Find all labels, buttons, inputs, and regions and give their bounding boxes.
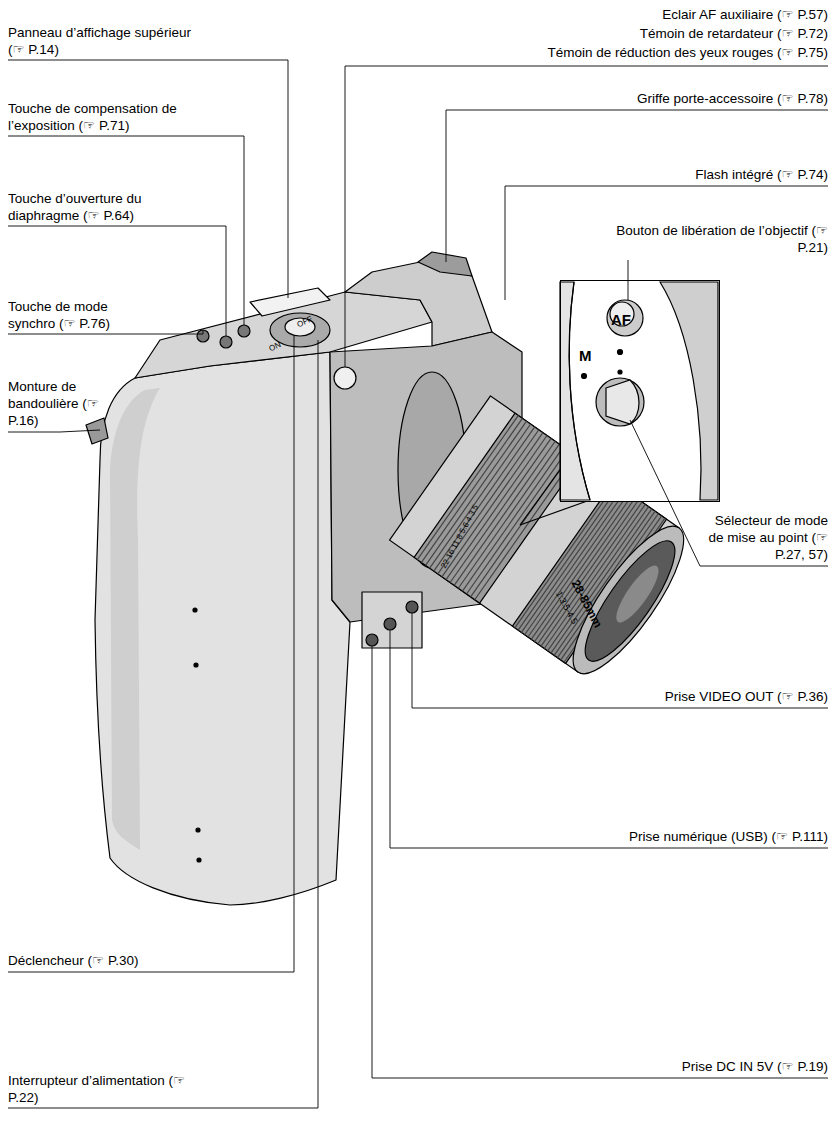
lens-rib — [421, 418, 522, 562]
usb-port — [384, 618, 396, 630]
inset-pointer — [520, 470, 560, 525]
inset-background — [560, 280, 720, 502]
hot-shoe — [418, 252, 472, 276]
leader-line — [8, 430, 100, 432]
leader-line — [8, 136, 244, 325]
part-label: Panneau d’affichage supérieur (☞ P.14) — [8, 24, 204, 58]
inset-body-edge — [560, 282, 590, 500]
part-label: Prise VIDEO OUT (☞ P.36) — [408, 688, 828, 705]
leader-line — [345, 66, 828, 367]
exposure-comp-button — [238, 325, 250, 337]
lens-rib — [467, 450, 568, 594]
lens-rib — [450, 438, 551, 582]
part-label: Monture de bandoulière (☞ P.16) — [8, 378, 103, 429]
leader-line — [8, 60, 288, 298]
grip-detail — [193, 608, 197, 612]
part-label: Eclair AF auxiliaire (☞ P.57) — [408, 6, 828, 23]
focus-mode-selector — [596, 378, 644, 426]
lens-rib — [438, 430, 539, 574]
camera-grip — [95, 352, 350, 905]
af-assist-lamp — [334, 367, 356, 389]
inset-pointer — [520, 500, 590, 525]
lens-rib — [426, 421, 527, 565]
part-label: Touche de mode synchro (☞ P.76) — [8, 298, 133, 332]
part-label: Déclencheur (☞ P.30) — [8, 952, 308, 969]
part-label: Témoin de réduction des yeux rouges (☞ P… — [408, 44, 828, 61]
lens-rib — [417, 415, 518, 559]
leader-line — [630, 420, 828, 566]
part-label: Touche de compensation de l’exposition (… — [8, 100, 178, 134]
inset-body-face — [569, 282, 590, 500]
aperture-button — [220, 336, 232, 348]
inset-detail — [520, 280, 720, 525]
grip-detail — [197, 858, 201, 862]
lens-rib — [442, 433, 543, 577]
leader-line — [8, 226, 226, 336]
leader-line — [390, 630, 828, 848]
focus-mode-lever — [606, 380, 639, 424]
part-label: Témoin de retardateur (☞ P.72) — [408, 25, 828, 42]
part-label: Prise DC IN 5V (☞ P.19) — [408, 1058, 828, 1075]
inset-box: M AF — [560, 280, 720, 502]
mode-dot — [618, 350, 623, 355]
strap-lug — [86, 418, 108, 444]
part-label: Interrupteur d’alimentation (☞ P.22) — [8, 1072, 194, 1106]
leader-line — [505, 186, 828, 300]
part-label: Griffe porte-accessoire (☞ P.78) — [408, 90, 828, 107]
mode-dot — [582, 374, 587, 379]
part-label: Bouton de libération de l’objectif (☞ P.… — [596, 222, 828, 256]
leader-line — [8, 336, 294, 972]
inset-mount-edge — [660, 282, 718, 500]
video-out-port — [406, 601, 418, 613]
grip-shading — [110, 388, 160, 850]
lens-release-button — [607, 300, 643, 336]
leader-line — [8, 340, 318, 1108]
mode-marking: M — [579, 347, 592, 364]
mode-marking: AF — [611, 311, 631, 328]
part-label: Touche d’ouverture du diaphragme (☞ P.64… — [8, 190, 163, 224]
leader-lines — [8, 60, 828, 1108]
part-label: Prise numérique (USB) (☞ P.111) — [408, 828, 828, 845]
lens-rib — [434, 427, 535, 571]
part-label: Flash intégré (☞ P.74) — [408, 166, 828, 183]
dc-in-port — [366, 634, 378, 646]
lens-rib — [462, 447, 563, 591]
lens-rib — [430, 424, 531, 568]
part-label: Sélecteur de mode de mise au point (☞ P.… — [696, 512, 828, 563]
grip-detail — [196, 828, 200, 832]
lens-front — [556, 512, 701, 687]
lens-glass-highlight — [610, 560, 665, 627]
selector-mark — [618, 370, 622, 374]
grip-detail — [194, 663, 198, 667]
port-cover — [362, 592, 422, 648]
leader-line — [372, 646, 828, 1078]
lens-rib — [446, 435, 547, 579]
top-lcd-panel — [250, 288, 330, 316]
